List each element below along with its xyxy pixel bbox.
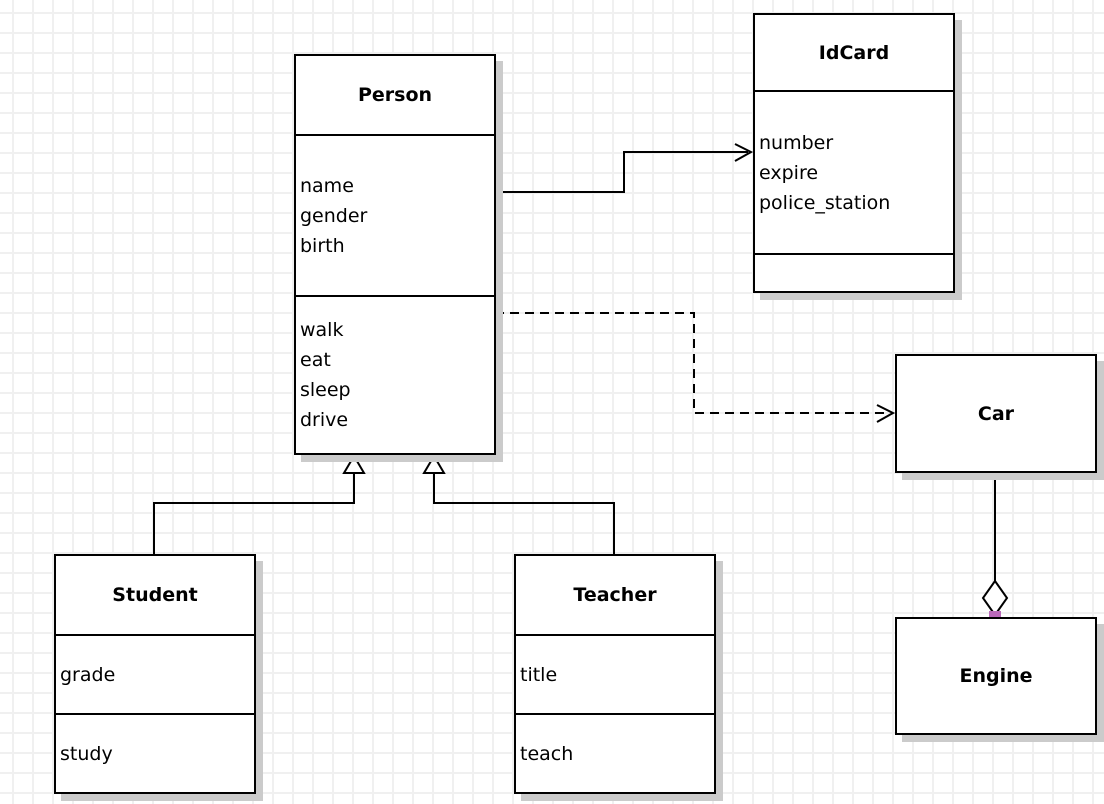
class-title: Person [296, 56, 494, 136]
attribute: expire [759, 161, 819, 184]
aggregation-diamond [983, 581, 1007, 615]
class-title: Teacher [516, 556, 714, 636]
attribute: birth [300, 234, 345, 257]
methods-compartment: study [56, 715, 254, 792]
attribute: number [759, 131, 834, 154]
attribute: police_station [759, 191, 891, 214]
generalization-triangle [424, 456, 444, 473]
class-title: IdCard [755, 15, 953, 92]
attributes-compartment: name gender birth [296, 136, 494, 297]
class-idcard[interactable]: IdCard number expire police_station [753, 13, 955, 293]
attributes-compartment: title [516, 636, 714, 715]
attribute: name [300, 174, 354, 197]
generalization-triangle [344, 456, 364, 473]
method: study [60, 742, 113, 765]
methods-compartment: walk eat sleep drive [296, 297, 494, 453]
method: sleep [300, 379, 351, 401]
attribute: title [520, 663, 558, 686]
attribute: gender [300, 204, 368, 227]
attribute: grade [60, 663, 116, 686]
edge-generalization-student-person[interactable] [154, 456, 364, 554]
methods-compartment-empty [755, 255, 953, 291]
edge-generalization-teacher-person[interactable] [424, 456, 614, 554]
class-student[interactable]: Student grade study [54, 554, 256, 794]
class-title: Car [977, 402, 1015, 425]
attributes-compartment: grade [56, 636, 254, 715]
methods-compartment: teach [516, 715, 714, 792]
open-arrowhead [877, 405, 893, 422]
class-engine[interactable]: Engine [895, 617, 1097, 735]
edge-aggregation-car-engine[interactable] [983, 467, 1007, 623]
attributes-compartment: number expire police_station [755, 92, 953, 255]
method: drive [300, 409, 349, 431]
edge-dependency-person-car[interactable] [495, 313, 893, 422]
open-arrowhead [735, 144, 751, 161]
edge-association-person-idcard[interactable] [495, 144, 751, 192]
method: walk [300, 319, 344, 341]
class-person[interactable]: Person name gender birth walk eat sleep … [294, 54, 496, 455]
method: eat [300, 349, 331, 371]
class-title: Student [56, 556, 254, 636]
method: teach [520, 742, 574, 765]
class-teacher[interactable]: Teacher title teach [514, 554, 716, 794]
class-car[interactable]: Car [895, 354, 1097, 473]
class-title: Engine [959, 665, 1033, 687]
